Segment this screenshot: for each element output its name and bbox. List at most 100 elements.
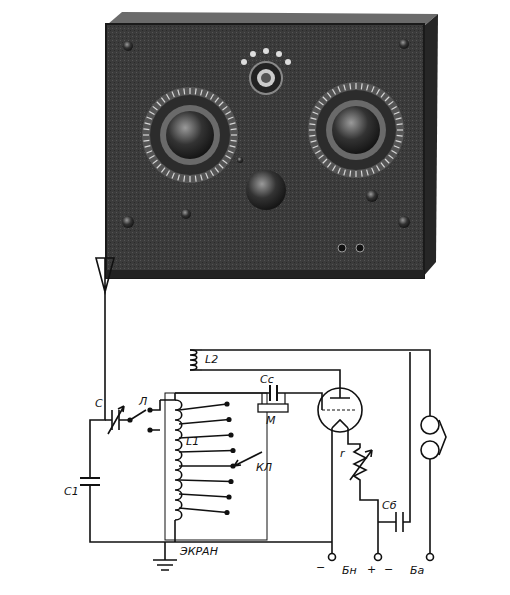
stroke (344, 85, 346, 91)
stroke (172, 92, 174, 98)
antenna-symbol (96, 258, 114, 292)
stroke (189, 88, 190, 94)
stroke (394, 112, 400, 114)
stroke (319, 155, 324, 159)
coil-l1 (175, 400, 182, 542)
stroke (389, 155, 394, 159)
stroke (228, 151, 234, 153)
stroke (178, 175, 180, 181)
stroke (313, 146, 319, 148)
part-label: Л (139, 396, 147, 408)
stroke (315, 151, 320, 154)
part-label: r (340, 448, 345, 460)
stroke (392, 151, 397, 154)
stroke (190, 369, 202, 371)
grid-leak-m (258, 404, 288, 412)
part-label: L2 (205, 354, 218, 366)
part-label: Бн (342, 565, 357, 577)
stroke (179, 494, 229, 497)
stroke (396, 118, 402, 120)
stroke (190, 349, 202, 351)
part-label: М (266, 415, 276, 427)
stroke (338, 168, 340, 174)
stroke (167, 171, 170, 176)
part-label: ЭКРАН (180, 546, 218, 558)
stroke (161, 168, 165, 173)
stroke (311, 141, 317, 143)
stroke (172, 173, 174, 179)
stroke (215, 168, 219, 173)
part-label: Сб (382, 500, 396, 512)
stroke (143, 128, 149, 130)
stroke (355, 171, 356, 177)
stroke (372, 87, 374, 93)
stroke (385, 97, 389, 101)
screen-box (165, 393, 267, 540)
stroke (219, 164, 223, 168)
stroke (153, 160, 158, 164)
stroke (206, 173, 208, 179)
ground-symbol (153, 542, 177, 570)
stroke (149, 156, 154, 159)
stroke (311, 118, 317, 120)
stroke (367, 170, 369, 176)
stroke (183, 176, 185, 182)
stroke (167, 94, 170, 99)
stroke (323, 159, 327, 163)
stroke (143, 140, 149, 142)
stroke (157, 164, 161, 168)
switch-contact (225, 511, 229, 515)
variable-capacitor-c (105, 410, 130, 430)
switch-contact (229, 480, 233, 484)
part-label: − (384, 564, 393, 576)
part-label: Ба (410, 565, 424, 577)
stroke (355, 83, 356, 89)
terminal (329, 554, 336, 561)
stroke (397, 123, 403, 125)
stroke (385, 159, 389, 163)
capacitor-cb (378, 352, 410, 532)
part-label: + (367, 564, 376, 576)
stroke (179, 420, 229, 425)
part-label: L1 (186, 436, 199, 448)
stroke (157, 102, 161, 106)
stroke (178, 90, 180, 96)
stroke (161, 98, 165, 103)
stroke (230, 146, 236, 148)
headphone (421, 416, 439, 434)
stroke (377, 89, 380, 94)
stroke (219, 102, 223, 106)
stroke (333, 89, 336, 94)
stroke (179, 465, 233, 467)
coil-l2 (190, 350, 202, 370)
stroke (338, 87, 340, 93)
stroke (195, 176, 197, 182)
stroke (327, 163, 331, 168)
stroke (333, 166, 336, 171)
stroke (361, 83, 363, 89)
schematic (80, 258, 446, 570)
stroke (147, 117, 153, 119)
headphone (421, 441, 439, 459)
stroke (211, 171, 214, 176)
part-label: С1 (64, 486, 79, 498)
part-label: С (95, 398, 103, 410)
stroke (349, 83, 351, 89)
stroke (145, 146, 151, 148)
stroke (377, 166, 380, 171)
stroke (389, 101, 394, 105)
stroke (201, 90, 203, 96)
stroke (309, 129, 315, 130)
rheostat-r (354, 448, 378, 553)
stroke (149, 112, 154, 115)
stroke (361, 171, 363, 177)
stroke (344, 170, 346, 176)
stroke (147, 151, 153, 153)
switch-contact (225, 402, 229, 406)
stroke (313, 112, 319, 114)
part-label: Сс (260, 374, 274, 386)
stroke (309, 123, 315, 125)
terminal (427, 554, 434, 561)
